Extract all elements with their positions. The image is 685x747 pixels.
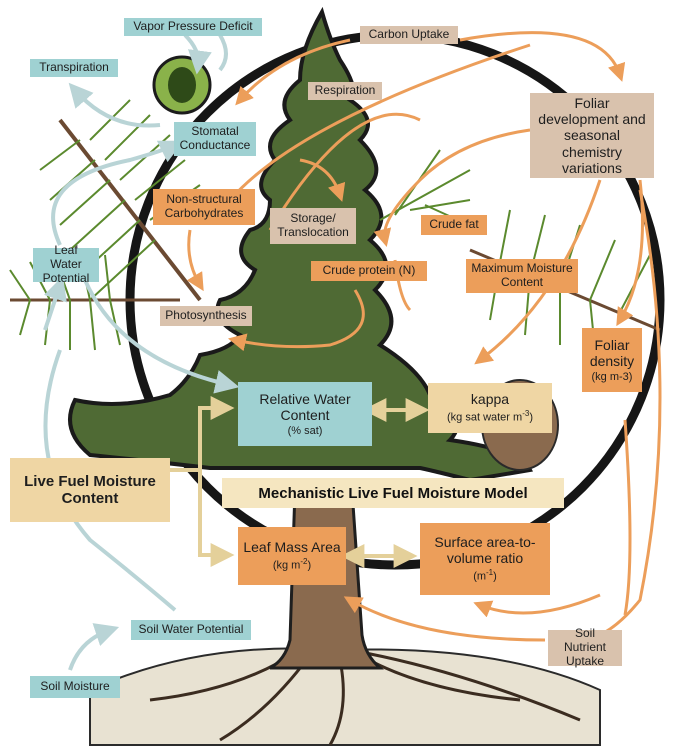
model-title: Mechanistic Live Fuel Moisture Model [222,478,564,508]
sav-label: Surface area-to-volume ratio [434,534,536,567]
foliar-development-label: Foliar development and seasonal chemistr… [530,93,654,178]
max-moisture-content-label: Maximum Moisture Content [466,259,578,293]
stomatal-conductance-label: Stomatal Conductance [174,122,256,156]
foliar-density-unit: (kg m-3) [591,370,633,383]
soil-water-potential-label: Soil Water Potential [131,620,251,640]
rwc-box: Relative Water Content (% sat) [238,382,372,446]
foliar-density-label: Foliar density [589,336,635,369]
lma-box: Leaf Mass Area (kg m-2) [238,527,346,585]
lfmc-box: Live Fuel Moisture Content [10,458,170,522]
rwc-unit: (% sat) [287,424,323,437]
foliar-density-box: Foliar density (kg m-3) [582,328,642,392]
vpd-label: Vapor Pressure Deficit [124,18,262,36]
carbon-uptake-label: Carbon Uptake [360,26,458,44]
blue-arrows [43,33,240,671]
lma-label: Leaf Mass Area [243,539,341,556]
kappa-unit: (kg sat water m-3) [447,409,533,425]
soil-moisture-label: Soil Moisture [30,676,120,698]
respiration-label: Respiration [308,82,382,100]
soil-nutrient-uptake-label: Soil Nutrient Uptake [548,626,622,668]
sav-box: Surface area-to-volume ratio (m-1) [420,523,550,595]
leaf-water-potential-label: Leaf Water Potential [33,243,99,285]
crude-fat-label: Crude fat [421,215,487,235]
sav-unit: (m-1) [473,568,497,584]
crude-protein-label: Crude protein (N) [311,261,427,281]
lma-unit: (kg m-2) [272,557,312,573]
nsc-label: Non-structural Carbohydrates [153,189,255,225]
transpiration-label: Transpiration [30,59,118,77]
storage-translocation-label: Storage/ Translocation [270,208,356,244]
kappa-label: kappa [470,391,510,408]
kappa-box: kappa (kg sat water m-3) [428,383,552,433]
cream-arrows [170,396,430,568]
photosynthesis-label: Photosynthesis [160,306,252,326]
rwc-label: Relative Water Content [259,390,351,423]
